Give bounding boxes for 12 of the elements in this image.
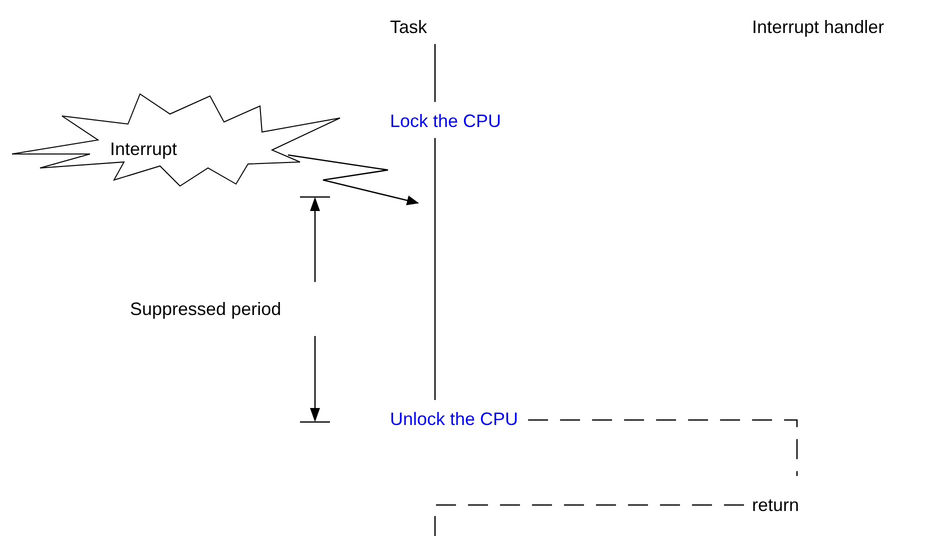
timeline-line	[434, 44, 436, 102]
event-label: Interrupt	[110, 138, 178, 160]
dashed-connector	[528, 419, 798, 476]
dimension-label: Suppressed period	[130, 298, 282, 320]
step-label: Lock the CPU	[390, 110, 502, 132]
lane-title: Task	[390, 16, 428, 38]
step-label: return	[752, 494, 800, 516]
lane-title: Interrupt handler	[752, 16, 884, 38]
step-label: Unlock the CPU	[390, 408, 518, 430]
timeline-line	[434, 138, 436, 400]
dashed-connector	[434, 504, 744, 536]
arrow	[288, 154, 419, 206]
